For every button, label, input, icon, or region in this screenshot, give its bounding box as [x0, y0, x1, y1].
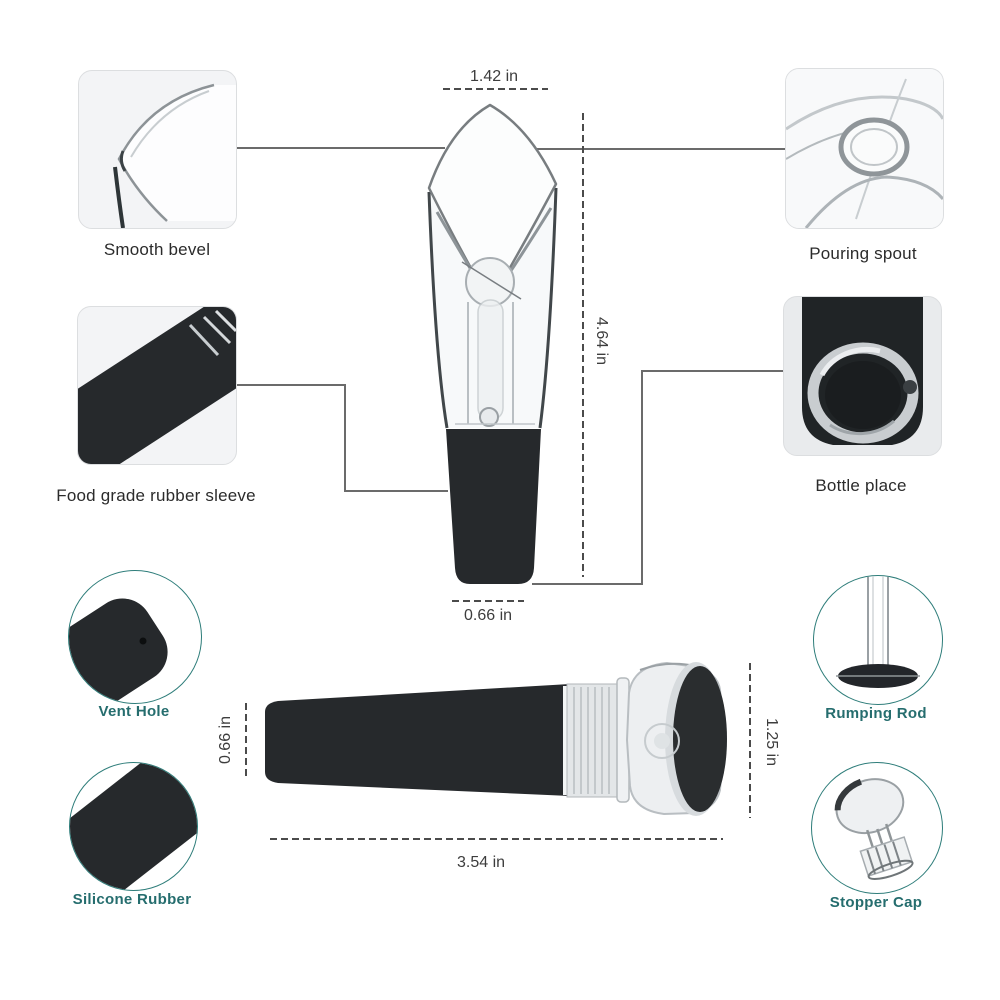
label-bottle-place: Bottle place [815, 476, 907, 495]
callout-box-smooth-bevel [78, 70, 237, 229]
label-pouring-spout: Pouring spout [809, 244, 917, 263]
stopper-cap-image [834, 778, 914, 880]
silicone-rubber-image [70, 763, 197, 890]
callout-box-bottle-place [783, 296, 942, 456]
bottle-place-image [802, 297, 923, 445]
connector-rubber-sleeve [235, 384, 448, 492]
label-rumping-rod: Rumping Rod [825, 705, 927, 722]
callout-circle-vent-hole [68, 570, 202, 704]
callout-circle-rumping-rod [813, 575, 943, 705]
aerator-rubber-sleeve [446, 429, 541, 584]
dim-stopper-length: 3.54 in [456, 854, 506, 871]
aerator-illustration [427, 103, 558, 584]
dim-aerator-top-width: 1.42 in [469, 68, 519, 85]
label-silicone-rubber: Silicone Rubber [72, 891, 192, 908]
callout-circle-stopper-cap [811, 762, 943, 894]
rubber-sleeve-image [78, 307, 236, 464]
label-rubber-sleeve: Food grade rubber sleeve [56, 486, 256, 505]
callout-circle-silicone-rubber [69, 762, 198, 891]
stopper-silicone-body [265, 684, 570, 796]
label-vent-hole: Vent Hole [98, 703, 170, 720]
label-smooth-bevel: Smooth bevel [103, 240, 211, 259]
connector-bottle-place [532, 370, 783, 585]
rumping-rod-image [836, 576, 920, 688]
stopper-illustration [265, 661, 727, 816]
label-stopper-cap: Stopper Cap [829, 894, 923, 911]
dimension-lines [245, 88, 751, 840]
dim-stopper-left-height: 0.66 in [217, 715, 234, 765]
vent-hole-image [69, 598, 168, 703]
smooth-bevel-image [113, 83, 236, 228]
pouring-spout-image [786, 69, 943, 228]
dim-aerator-bottom-width: 0.66 in [463, 607, 513, 624]
callout-box-pouring-spout [785, 68, 944, 229]
callout-box-rubber-sleeve [77, 306, 237, 465]
dim-stopper-cap-height: 1.25 in [763, 717, 780, 767]
dim-aerator-height: 4.64 in [593, 316, 610, 366]
